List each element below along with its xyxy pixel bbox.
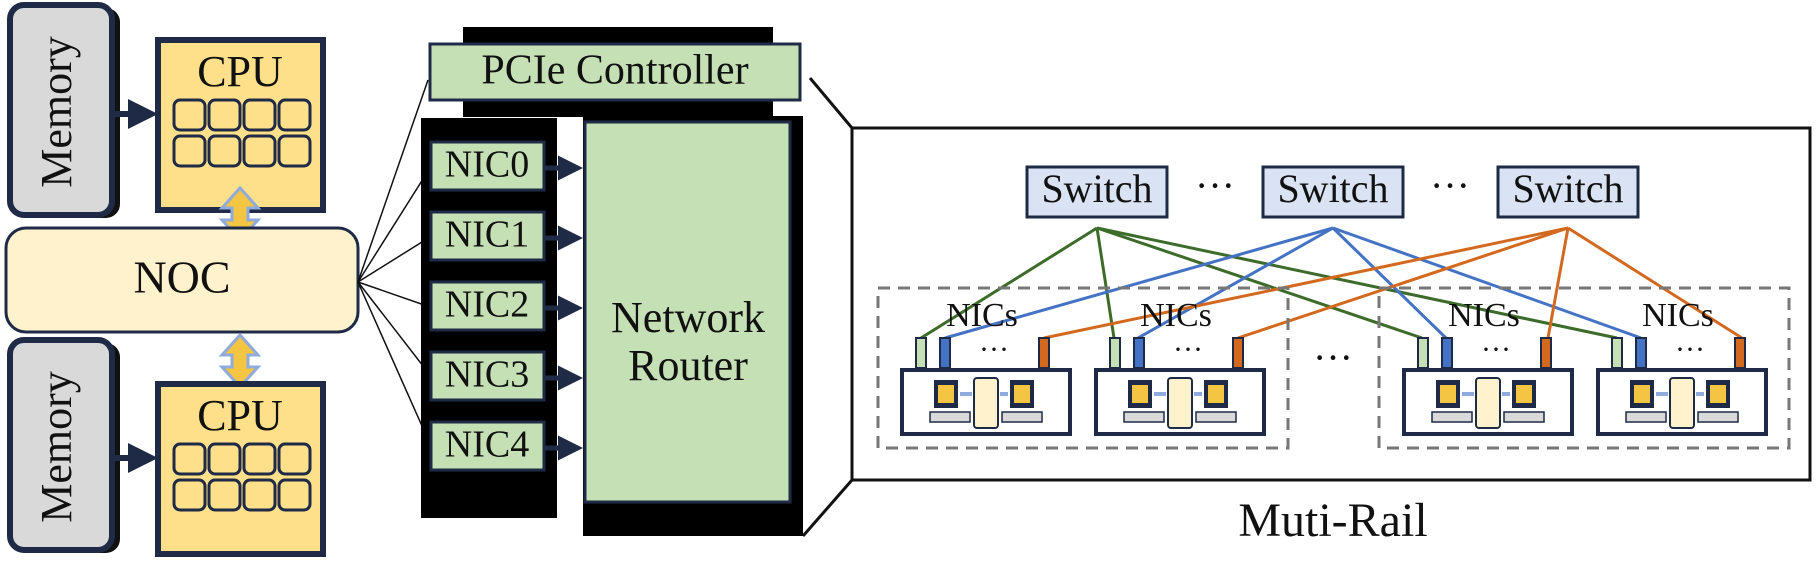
- chip-center: [1475, 377, 1501, 429]
- switch-box: Switch: [1261, 165, 1405, 219]
- nic-box: NIC0: [429, 140, 546, 192]
- rail-blue-lines: [944, 226, 1642, 340]
- node-group-right: [1377, 286, 1791, 450]
- network-router: [583, 120, 792, 504]
- switch-ellipsis: ···: [1430, 163, 1470, 208]
- nic-ellipsis: ···: [979, 333, 1009, 366]
- pcie-controller: [428, 42, 802, 102]
- chip-left-core: [938, 385, 954, 403]
- base-left: [1123, 411, 1165, 423]
- memory-module-lower: [7, 337, 115, 553]
- base-left: [929, 411, 971, 423]
- chip-center: [973, 377, 999, 429]
- nics-label: NICs: [946, 297, 1018, 334]
- nic-list: NIC0 NIC1 NIC2 NIC3 NIC4: [429, 140, 546, 472]
- nic-ellipsis: ···: [1173, 333, 1203, 366]
- base-right: [1697, 411, 1739, 423]
- chip-right-core: [1710, 385, 1726, 403]
- chip-center: [1669, 377, 1695, 429]
- nics-label: NICs: [1448, 297, 1520, 334]
- nic-label: NIC0: [445, 144, 529, 186]
- nic-label: NIC4: [445, 424, 529, 466]
- upper-compute-block: Memory CPU: [7, 2, 326, 218]
- chip-left-core: [1634, 385, 1650, 403]
- rail-orange-lines: [1043, 226, 1743, 340]
- nic-ellipsis: ···: [1481, 333, 1511, 366]
- nic-router-arrows: [544, 155, 583, 461]
- nic-port-green: [1109, 337, 1121, 369]
- nic-box: NIC1: [429, 210, 546, 262]
- lower-compute-block: Memory CPU: [7, 337, 326, 557]
- base-left: [1431, 411, 1473, 423]
- rail-green-lines: [920, 226, 1618, 340]
- base-right: [1001, 411, 1043, 423]
- base-left: [1625, 411, 1667, 423]
- nic-port-green: [1417, 337, 1429, 369]
- nic-port-orange: [1232, 337, 1244, 369]
- memory-module-upper: [7, 2, 115, 218]
- nic-ellipsis: ···: [1675, 333, 1705, 366]
- nic-port-blue: [1133, 337, 1145, 369]
- rail-lines: [920, 226, 1743, 340]
- nic-label: NIC3: [445, 354, 529, 396]
- nic-port-orange: [1540, 337, 1552, 369]
- base-right: [1503, 411, 1545, 423]
- switch-label: Switch: [1512, 166, 1623, 211]
- pcie-controller-label: PCIe Controller: [481, 48, 748, 94]
- switch-box: Switch: [1025, 165, 1169, 219]
- server-node: NICs ···: [900, 297, 1072, 436]
- switch-ellipsis: ···: [1195, 163, 1235, 208]
- noc-fanout-lines: [357, 79, 431, 445]
- zoom-line-top: [808, 77, 854, 129]
- nic-label: NIC1: [445, 214, 529, 256]
- chip-right-core: [1516, 385, 1532, 403]
- nic-box: NIC3: [429, 350, 546, 402]
- chip-right-core: [1208, 385, 1224, 403]
- cpu-label-lower: CPU: [197, 391, 283, 440]
- nic-port-blue: [939, 337, 951, 369]
- server-node: NICs ···: [1094, 297, 1266, 436]
- memory-label-upper: Memory: [32, 36, 81, 188]
- chip-left-core: [1132, 385, 1148, 403]
- chip-right-core: [1014, 385, 1030, 403]
- chip-center: [1167, 377, 1193, 429]
- nic-port-green: [1611, 337, 1623, 369]
- switch-label: Switch: [1041, 166, 1152, 211]
- zoom-line-bottom: [801, 479, 854, 537]
- nic-label: NIC2: [445, 284, 529, 326]
- noc-label: NOC: [133, 252, 230, 303]
- nic-port-green: [915, 337, 927, 369]
- cpu-cores-upper: [172, 98, 312, 168]
- router-label-line1: Network: [611, 293, 765, 342]
- double-arrow-lower: [218, 332, 262, 390]
- base-right: [1195, 411, 1237, 423]
- switch-box: Switch: [1496, 165, 1640, 219]
- nic-port-blue: [1441, 337, 1453, 369]
- nic-port-orange: [1734, 337, 1746, 369]
- nics-label: NICs: [1642, 297, 1714, 334]
- nic-port-blue: [1635, 337, 1647, 369]
- server-node: NICs ···: [1596, 297, 1768, 436]
- nics-label: NICs: [1140, 297, 1212, 334]
- server-node: NICs ···: [1402, 297, 1574, 436]
- node-group-ellipsis: ···: [1313, 335, 1353, 380]
- router-label-line2: Router: [628, 341, 748, 390]
- node-group-left: [876, 286, 1290, 450]
- cpu-cores-lower: [172, 442, 312, 512]
- multi-rail-caption: Muti-Rail: [1238, 494, 1427, 547]
- nic-box: NIC4: [429, 420, 546, 472]
- cpu-label-upper: CPU: [197, 47, 283, 96]
- memory-label-lower: Memory: [32, 371, 81, 523]
- nic-box: NIC2: [429, 280, 546, 332]
- switch-label: Switch: [1277, 166, 1388, 211]
- nic-port-orange: [1038, 337, 1050, 369]
- chip-left-core: [1440, 385, 1456, 403]
